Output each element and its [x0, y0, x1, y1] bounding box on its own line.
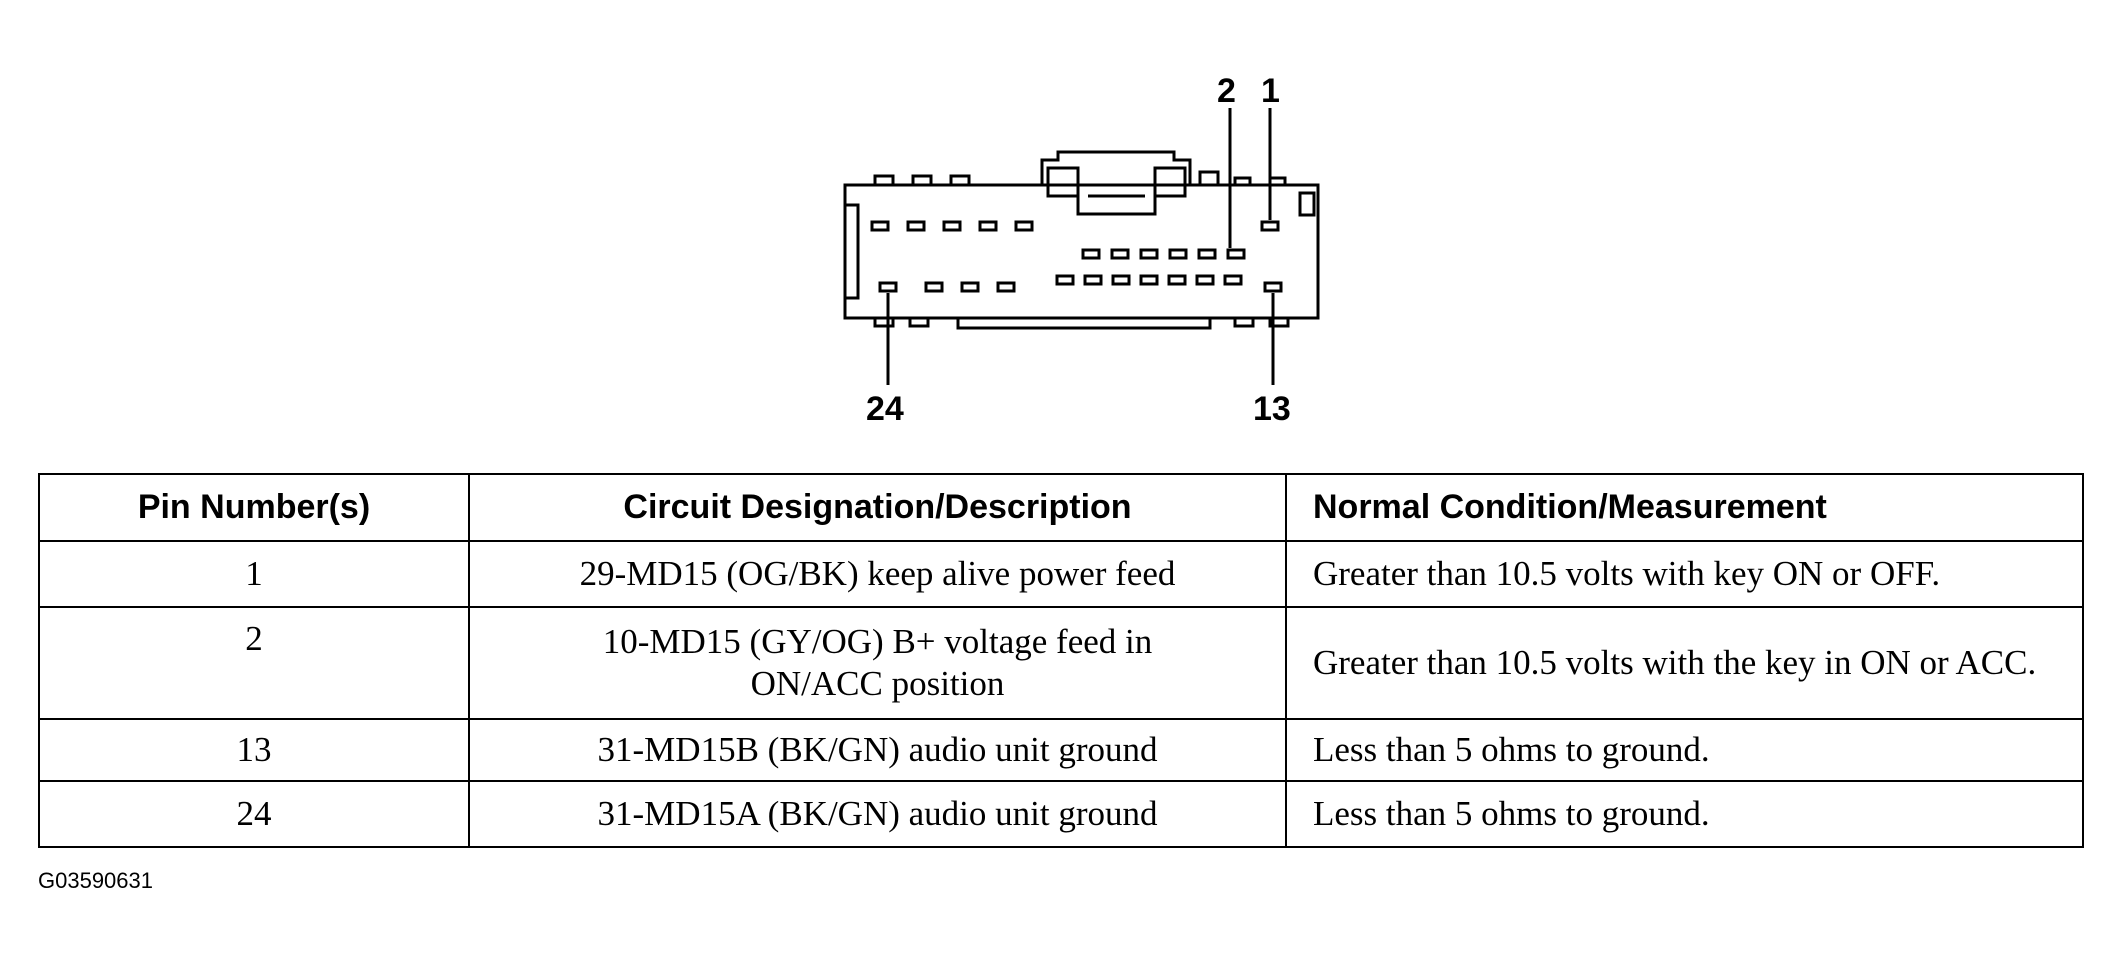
pin-cavity-13	[1263, 281, 1283, 293]
header-circuit-designation: Circuit Designation/Description	[468, 473, 1287, 542]
pin-cavity	[960, 281, 980, 293]
bottom-bump-4	[1268, 318, 1290, 328]
bottom-rail	[956, 318, 1212, 330]
pin-cavity-24	[878, 281, 898, 293]
bottom-bump-1	[873, 318, 895, 328]
table-row: 2 10-MD15 (GY/OG) B+ voltage feed in ON/…	[38, 606, 2084, 720]
cell-pin: 24	[38, 780, 470, 848]
header-pin-numbers: Pin Number(s)	[38, 473, 470, 542]
pin-cavity	[1110, 248, 1130, 260]
pin-cavity	[996, 281, 1016, 293]
cell-circuit: 29-MD15 (OG/BK) keep alive power feed	[468, 540, 1287, 608]
header-normal-condition: Normal Condition/Measurement	[1285, 473, 2084, 542]
pin-cavity	[1195, 274, 1215, 286]
connector-lock-tab	[1040, 150, 1192, 185]
table-row: 1 29-MD15 (OG/BK) keep alive power feed …	[38, 540, 2084, 608]
cell-condition: Greater than 10.5 volts with key ON or O…	[1285, 540, 2084, 608]
cell-circuit: 31-MD15A (BK/GN) audio unit ground	[468, 780, 1287, 848]
pin-label-24: 24	[866, 390, 904, 428]
pin-table: Pin Number(s) Circuit Designation/Descri…	[38, 473, 2084, 848]
lock-tab-window-left	[1046, 166, 1080, 198]
pin-cavity	[906, 220, 926, 232]
pin-label-13: 13	[1253, 390, 1291, 428]
pin-cavity	[1083, 274, 1103, 286]
cell-pin: 1	[38, 540, 470, 608]
pin-cavity	[1014, 220, 1034, 232]
pin-cavity-2	[1226, 248, 1246, 260]
pin-cavity	[1223, 274, 1243, 286]
top-bump-5	[1233, 176, 1252, 185]
cell-condition: Less than 5 ohms to ground.	[1285, 718, 2084, 782]
top-bump-1	[873, 174, 895, 185]
pin-cavity	[978, 220, 998, 232]
pin-cavity	[1055, 274, 1075, 286]
pin-cavity	[1081, 248, 1101, 260]
cell-circuit: 10-MD15 (GY/OG) B+ voltage feed in ON/AC…	[468, 606, 1287, 720]
cell-pin: 2	[38, 606, 470, 720]
pin-cavity	[1167, 274, 1187, 286]
pin-cavity	[870, 220, 890, 232]
bottom-bump-3	[1233, 318, 1255, 328]
table-row: 24 31-MD15A (BK/GN) audio unit ground Le…	[38, 780, 2084, 848]
pin-cavity	[1111, 274, 1131, 286]
lock-tab-latch	[1076, 196, 1157, 216]
top-bump-3	[949, 174, 971, 185]
bottom-bump-2	[908, 318, 930, 328]
cell-pin: 13	[38, 718, 470, 782]
cell-condition: Greater than 10.5 volts with the key in …	[1285, 606, 2084, 720]
pin-label-1: 1	[1261, 72, 1280, 110]
pin-cavity-1	[1260, 220, 1280, 232]
connector-left-notch	[845, 203, 860, 300]
cell-condition: Less than 5 ohms to ground.	[1285, 780, 2084, 848]
pin-label-2: 2	[1217, 72, 1236, 110]
pin-cavity	[1168, 248, 1188, 260]
figure-id: G03590631	[38, 868, 153, 893]
right-side-tab	[1298, 191, 1316, 217]
pin-cavity	[1139, 274, 1159, 286]
top-bump-2	[911, 174, 933, 185]
top-bump-4	[1198, 170, 1220, 185]
connector-body	[843, 183, 1320, 320]
connector-diagram: 2 1 24 13	[843, 72, 1320, 428]
cell-circuit: 31-MD15B (BK/GN) audio unit ground	[468, 718, 1287, 782]
table-header-row: Pin Number(s) Circuit Designation/Descri…	[38, 473, 2084, 542]
pin-cavity	[942, 220, 962, 232]
pin-cavity	[1139, 248, 1159, 260]
pin-cavity	[924, 281, 944, 293]
pin-cavity	[1197, 248, 1217, 260]
table-row: 13 31-MD15B (BK/GN) audio unit ground Le…	[38, 718, 2084, 782]
lock-tab-window-right	[1153, 166, 1187, 198]
